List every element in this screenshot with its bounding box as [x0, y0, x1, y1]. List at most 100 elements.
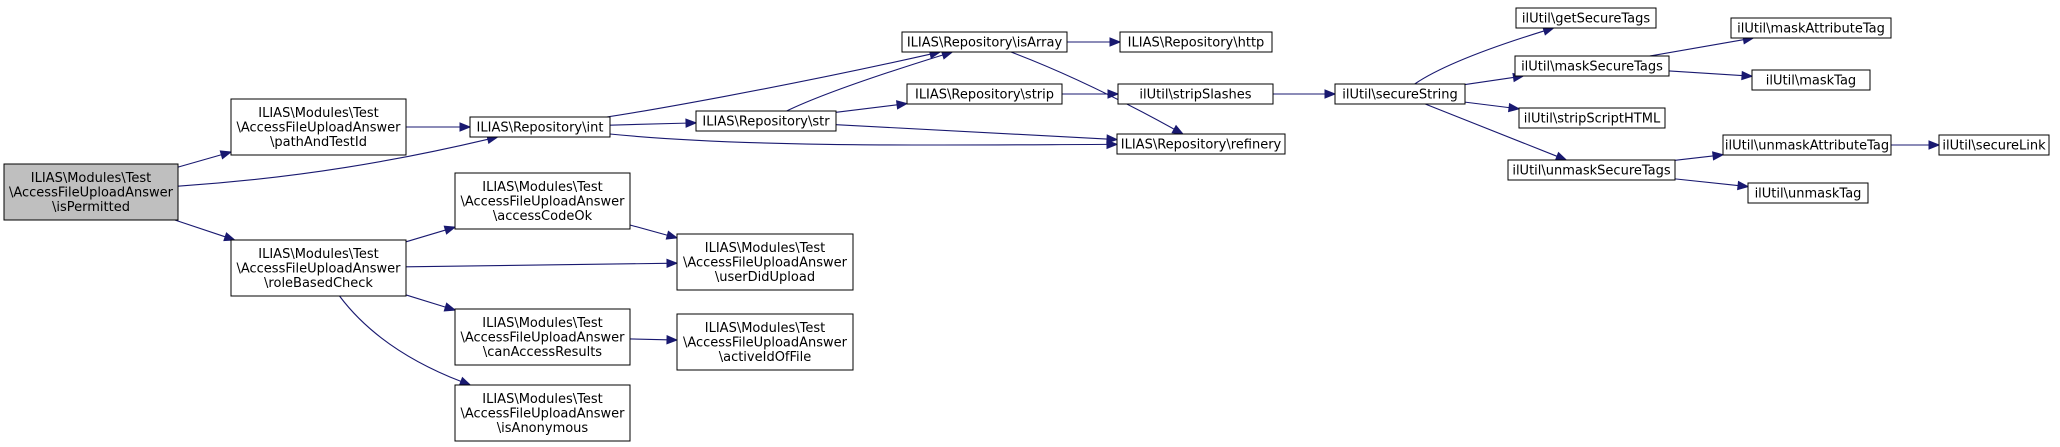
- node-label-line: \AccessFileUploadAnswer: [460, 331, 625, 346]
- edge-roleBasedCheck-to-isAnonymous: [339, 295, 462, 382]
- arrowhead-strip-to-stripSlashes: [1107, 89, 1120, 99]
- arrowhead-roleBasedCheck-to-isAnonymous: [458, 376, 472, 386]
- node-canAccessResults[interactable]: ILIAS\Modules\Test\AccessFileUploadAnswe…: [454, 308, 631, 366]
- arrowhead-stripSlashes-to-secureString: [1324, 89, 1337, 99]
- node-unmaskSecureTags[interactable]: ilUtil\unmaskSecureTags: [1507, 159, 1676, 181]
- nodes-layer: ILIAS\Modules\Test\AccessFileUploadAnswe…: [3, 7, 2050, 442]
- arrowhead-secureString-to-stripScriptHTML: [1507, 102, 1521, 113]
- node-box: [1751, 69, 1871, 91]
- arrowhead-accessCodeOk-to-userDidUpload: [665, 230, 679, 240]
- node-label-line: \activeIdOfFile: [719, 350, 812, 365]
- node-label-line: ILIAS\Repository\refinery: [1121, 138, 1282, 153]
- edge-secureString-to-maskSecureTags: [1464, 76, 1514, 86]
- node-str[interactable]: ILIAS\Repository\str: [695, 110, 837, 132]
- node-secureLink[interactable]: ilUtil\secureLink: [1938, 134, 2050, 156]
- edge-roleBasedCheck-to-canAccessResults: [405, 294, 446, 308]
- node-box: [454, 384, 631, 442]
- node-stripSlashes[interactable]: ilUtil\stripSlashes: [1117, 83, 1274, 105]
- arrowhead-isPermitted-to-roleBasedCheck: [223, 232, 236, 242]
- edge-secureString-to-stripScriptHTML: [1464, 101, 1510, 109]
- node-int[interactable]: ILIAS\Repository\int: [469, 116, 611, 138]
- node-secureString[interactable]: ilUtil\secureString: [1334, 83, 1466, 105]
- edge-isPermitted-to-pathAndTestId: [177, 154, 222, 168]
- node-box: [1507, 159, 1676, 181]
- edge-unmaskSecureTags-to-unmaskAttributeTag: [1674, 155, 1714, 161]
- node-label-line: ILIAS\Modules\Test: [705, 241, 825, 256]
- node-label-line: ilUtil\unmaskTag: [1755, 187, 1862, 202]
- edge-roleBasedCheck-to-accessCodeOk: [405, 229, 446, 243]
- node-refinery[interactable]: ILIAS\Repository\refinery: [1116, 133, 1286, 155]
- node-box: [1117, 83, 1274, 105]
- edge-str-to-strip: [835, 104, 898, 113]
- arrowhead-str-to-strip: [895, 100, 909, 110]
- arrowhead-unmaskSecureTags-to-unmaskAttributeTag: [1712, 151, 1725, 161]
- node-stripScriptHTML[interactable]: ilUtil\stripScriptHTML: [1518, 107, 1666, 129]
- node-isArray[interactable]: ILIAS\Repository\isArray: [901, 31, 1068, 53]
- node-label-line: ilUtil\maskAttributeTag: [1737, 22, 1885, 37]
- node-box: [1938, 134, 2050, 156]
- node-label-line: \AccessFileUploadAnswer: [460, 407, 625, 422]
- node-label-line: ilUtil\maskTag: [1766, 74, 1856, 89]
- node-label-line: \isAnonymous: [497, 421, 589, 436]
- node-box: [1518, 107, 1666, 129]
- node-box: [230, 98, 407, 156]
- arrowhead-unmaskSecureTags-to-unmaskTag: [1737, 180, 1750, 191]
- node-box: [906, 83, 1063, 105]
- arrowhead-maskSecureTags-to-maskTag: [1741, 70, 1754, 81]
- node-label-line: ilUtil\unmaskAttributeTag: [1725, 139, 1889, 154]
- arrowhead-roleBasedCheck-to-canAccessResults: [443, 302, 457, 312]
- node-box: [1722, 134, 1892, 156]
- edge-accessCodeOk-to-userDidUpload: [629, 224, 668, 236]
- arrowhead-roleBasedCheck-to-accessCodeOk: [443, 225, 457, 235]
- node-accessCodeOk[interactable]: ILIAS\Modules\Test\AccessFileUploadAnswe…: [454, 172, 631, 230]
- node-box: [230, 239, 407, 297]
- node-label-line: ILIAS\Repository\int: [477, 121, 604, 136]
- node-label-line: \userDidUpload: [715, 270, 815, 285]
- edge-maskSecureTags-to-maskTag: [1668, 70, 1743, 77]
- edge-int-to-refinery: [609, 133, 1108, 146]
- node-label-line: \accessCodeOk: [493, 209, 593, 224]
- node-label-line: \AccessFileUploadAnswer: [683, 336, 848, 351]
- node-maskTag[interactable]: ilUtil\maskTag: [1751, 69, 1871, 91]
- node-label-line: \AccessFileUploadAnswer: [9, 186, 174, 201]
- edge-isPermitted-to-roleBasedCheck: [174, 219, 226, 238]
- arrowhead-isPermitted-to-pathAndTestId: [219, 150, 233, 160]
- node-label-line: ILIAS\Modules\Test: [258, 247, 378, 262]
- node-activeIdOfFile[interactable]: ILIAS\Modules\Test\AccessFileUploadAnswe…: [676, 313, 854, 371]
- arrowhead-unmaskAttributeTag-to-secureLink: [1928, 140, 1941, 150]
- node-label-line: \AccessFileUploadAnswer: [236, 262, 401, 277]
- node-isPermitted[interactable]: ILIAS\Modules\Test\AccessFileUploadAnswe…: [3, 163, 179, 221]
- node-getSecureTags[interactable]: ilUtil\getSecureTags: [1515, 7, 1657, 29]
- arrowhead-canAccessResults-to-activeIdOfFile: [666, 335, 679, 345]
- node-label-line: ILIAS\Modules\Test: [31, 171, 151, 186]
- node-label-line: ILIAS\Modules\Test: [482, 316, 602, 331]
- node-unmaskAttributeTag[interactable]: ilUtil\unmaskAttributeTag: [1722, 134, 1892, 156]
- node-maskAttributeTag[interactable]: ilUtil\maskAttributeTag: [1730, 17, 1892, 39]
- node-label-line: ilUtil\secureLink: [1942, 139, 2046, 154]
- node-box: [1515, 7, 1657, 29]
- node-box: [1514, 55, 1670, 77]
- node-userDidUpload[interactable]: ILIAS\Modules\Test\AccessFileUploadAnswe…: [676, 233, 854, 291]
- node-pathAndTestId[interactable]: ILIAS\Modules\Test\AccessFileUploadAnswe…: [230, 98, 407, 156]
- node-label-line: ILIAS\Repository\strip: [915, 88, 1054, 103]
- node-label-line: \AccessFileUploadAnswer: [236, 121, 401, 136]
- arrowhead-roleBasedCheck-to-userDidUpload: [666, 258, 679, 269]
- edge-isArray-to-refinery: [1010, 51, 1175, 130]
- edge-str-to-refinery: [835, 124, 1108, 140]
- node-box: [676, 233, 854, 291]
- node-label-line: \roleBasedCheck: [264, 276, 373, 291]
- node-label-line: ILIAS\Repository\http: [1128, 36, 1265, 51]
- node-http[interactable]: ILIAS\Repository\http: [1119, 31, 1273, 53]
- node-box: [1747, 182, 1869, 204]
- edge-roleBasedCheck-to-userDidUpload: [405, 262, 668, 268]
- node-unmaskTag[interactable]: ilUtil\unmaskTag: [1747, 182, 1869, 204]
- node-box: [454, 172, 631, 230]
- node-maskSecureTags[interactable]: ilUtil\maskSecureTags: [1514, 55, 1670, 77]
- node-roleBasedCheck[interactable]: ILIAS\Modules\Test\AccessFileUploadAnswe…: [230, 239, 407, 297]
- node-label-line: ilUtil\getSecureTags: [1522, 12, 1650, 27]
- node-strip[interactable]: ILIAS\Repository\strip: [906, 83, 1063, 105]
- arrowhead-isArray-to-http: [1109, 37, 1122, 47]
- node-box: [1116, 133, 1286, 155]
- node-isAnonymous[interactable]: ILIAS\Modules\Test\AccessFileUploadAnswe…: [454, 384, 631, 442]
